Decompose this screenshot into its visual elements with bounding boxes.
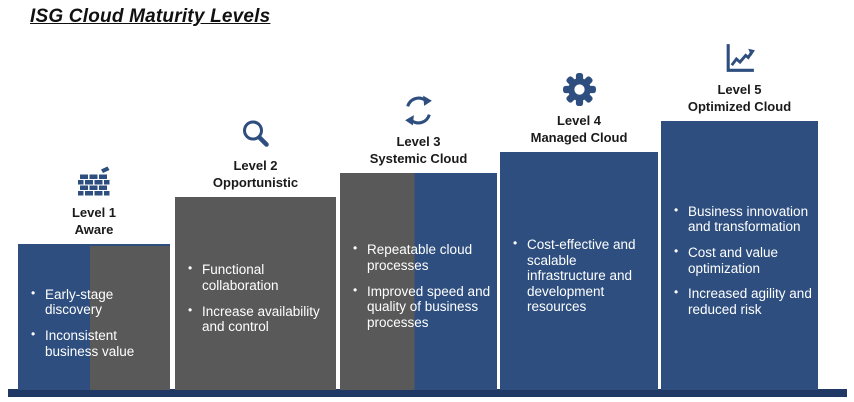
level-4-subtitle: Managed Cloud (530, 129, 628, 145)
magnifier-icon (175, 113, 336, 153)
bullet-item: Inconsistent business value (30, 328, 164, 359)
level-5-title: Level 5 (717, 82, 762, 97)
level-column-1: Level 1 Aware Early-stage discovery Inco… (18, 160, 170, 390)
level-2-header: Level 2 Opportunistic (175, 158, 336, 194)
level-2-bullet-list: Functional collaboration Increase availa… (187, 262, 330, 335)
level-1-bullet-list: Early-stage discovery Inconsistent busin… (30, 287, 164, 360)
cycle-arrows-icon (340, 89, 497, 129)
bullet-item: Cost-effective and scalable infrastructu… (512, 237, 652, 315)
level-3-title: Level 3 (396, 134, 441, 149)
brick-wall-trowel-icon (18, 160, 170, 200)
level-1-title: Level 1 (71, 205, 117, 220)
level-3-bullet-list: Repeatable cloud processes Improved spee… (352, 242, 491, 330)
bullet-item: Functional collaboration (187, 262, 330, 293)
level-4-title: Level 4 (556, 113, 602, 128)
level-5-subtitle: Optimized Cloud (687, 98, 792, 114)
chart-increase-icon (661, 37, 818, 77)
bullet-item: Business innovation and transformation (673, 204, 812, 235)
level-5-bullet-list: Business innovation and transformation C… (673, 204, 812, 318)
bullet-item: Increased agility and reduced risk (673, 286, 812, 317)
level-2-bar: Functional collaboration Increase availa… (175, 197, 336, 390)
bullet-item: Early-stage discovery (30, 287, 164, 318)
level-column-2: Level 2 Opportunistic Functional collabo… (175, 113, 336, 390)
level-3-header: Level 3 Systemic Cloud (340, 134, 497, 170)
level-column-5: Level 5 Optimized Cloud Business innovat… (661, 37, 818, 390)
level-2-title: Level 2 (233, 158, 278, 173)
level-1-header: Level 1 Aware (18, 205, 170, 241)
page-title: ISG Cloud Maturity Levels (30, 6, 271, 27)
baseline-strip (8, 389, 847, 397)
bullet-item: Repeatable cloud processes (352, 242, 491, 273)
level-1-bar: Early-stage discovery Inconsistent busin… (18, 244, 170, 390)
level-4-bullet-list: Cost-effective and scalable infrastructu… (512, 237, 652, 315)
bullet-item: Improved speed and quality of business p… (352, 284, 491, 331)
gear-icon (500, 68, 658, 108)
level-3-subtitle: Systemic Cloud (369, 150, 468, 166)
level-5-header: Level 5 Optimized Cloud (661, 82, 818, 118)
level-column-3: Level 3 Systemic Cloud Repeatable cloud … (340, 89, 497, 390)
level-5-bar: Business innovation and transformation C… (661, 121, 818, 390)
level-3-bar: Repeatable cloud processes Improved spee… (340, 173, 497, 390)
level-1-subtitle: Aware (74, 221, 114, 237)
level-4-bar: Cost-effective and scalable infrastructu… (500, 152, 658, 390)
level-column-4: Level 4 Managed Cloud Cost-effective and… (500, 68, 658, 390)
level-4-header: Level 4 Managed Cloud (500, 113, 658, 149)
bullet-item: Cost and value optimization (673, 245, 812, 276)
bullet-item: Increase availability and control (187, 304, 330, 335)
level-2-subtitle: Opportunistic (212, 174, 299, 190)
